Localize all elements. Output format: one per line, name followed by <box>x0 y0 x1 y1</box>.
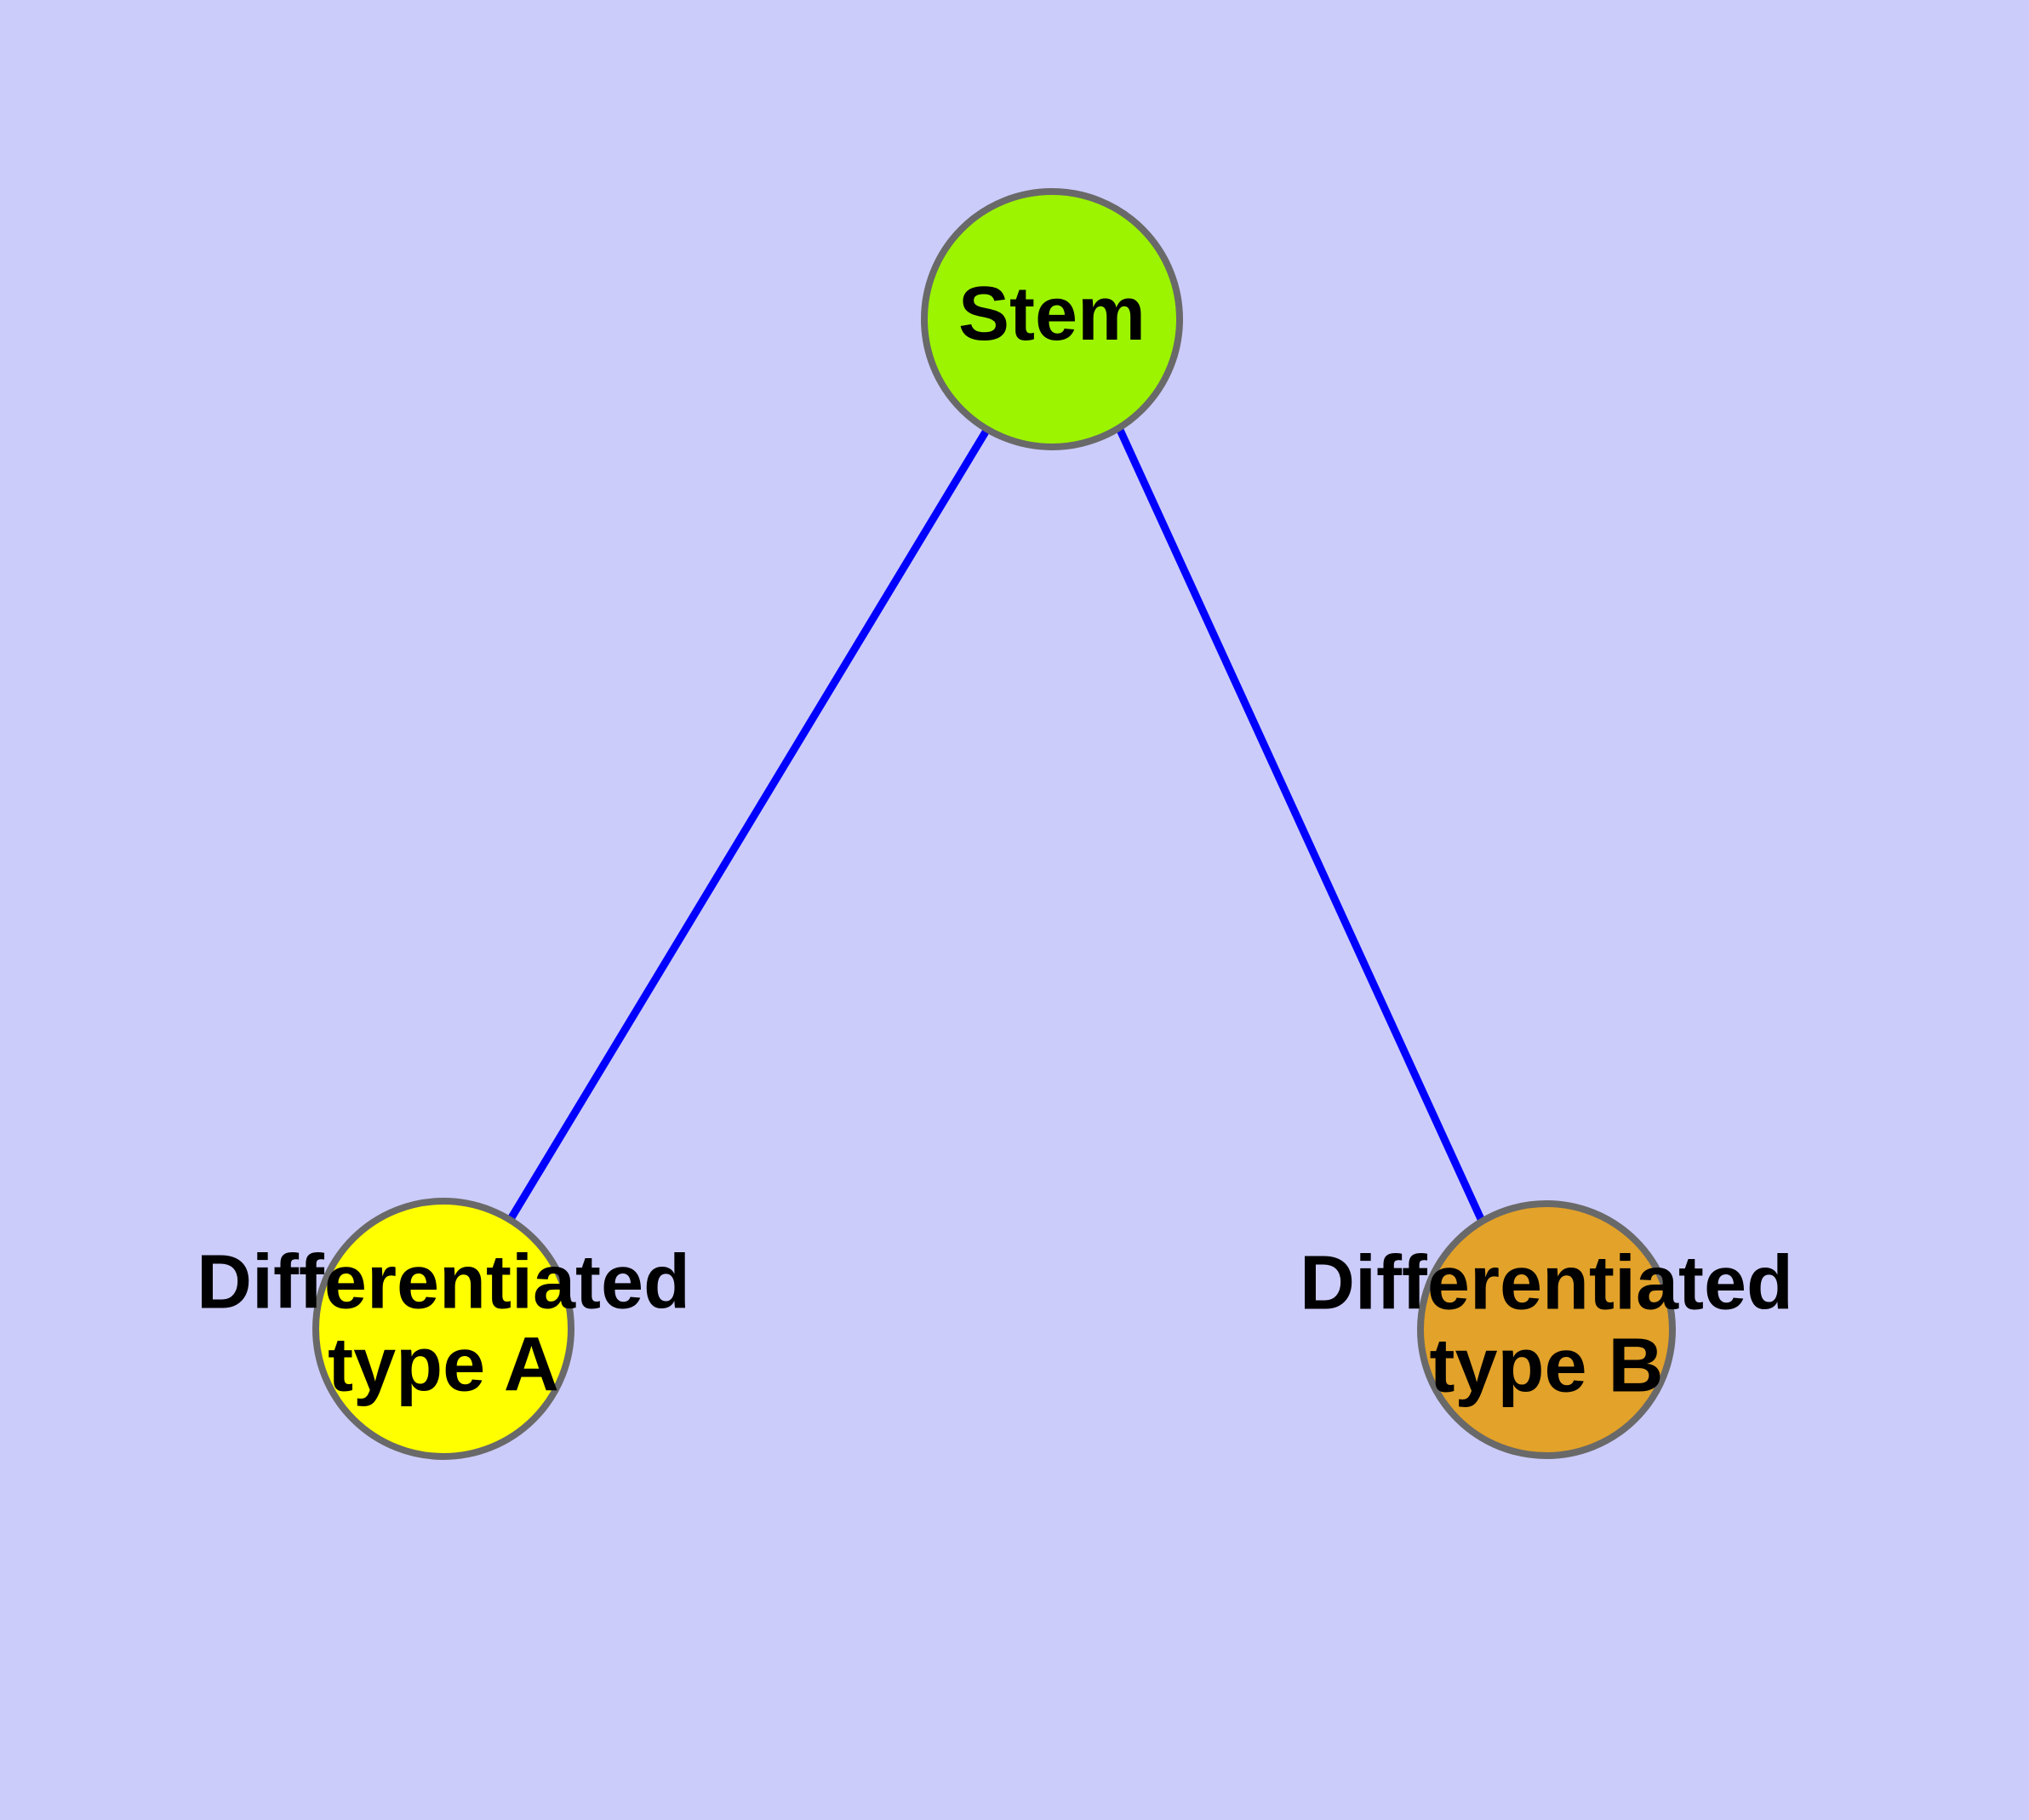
node-differentiated-type-b-circle[interactable] <box>1417 1200 1676 1459</box>
edge-stem-to-differentiated-type-b[interactable] <box>1116 428 1485 1221</box>
node-differentiated-type-a-circle[interactable] <box>312 1198 574 1460</box>
node-stem[interactable]: Stem <box>921 188 1183 450</box>
node-stem-label: Stem <box>958 272 1146 357</box>
edges-group <box>507 426 1485 1222</box>
edge-stem-to-differentiated-type-a[interactable] <box>507 426 991 1222</box>
node-stem-circle[interactable] <box>921 188 1183 450</box>
